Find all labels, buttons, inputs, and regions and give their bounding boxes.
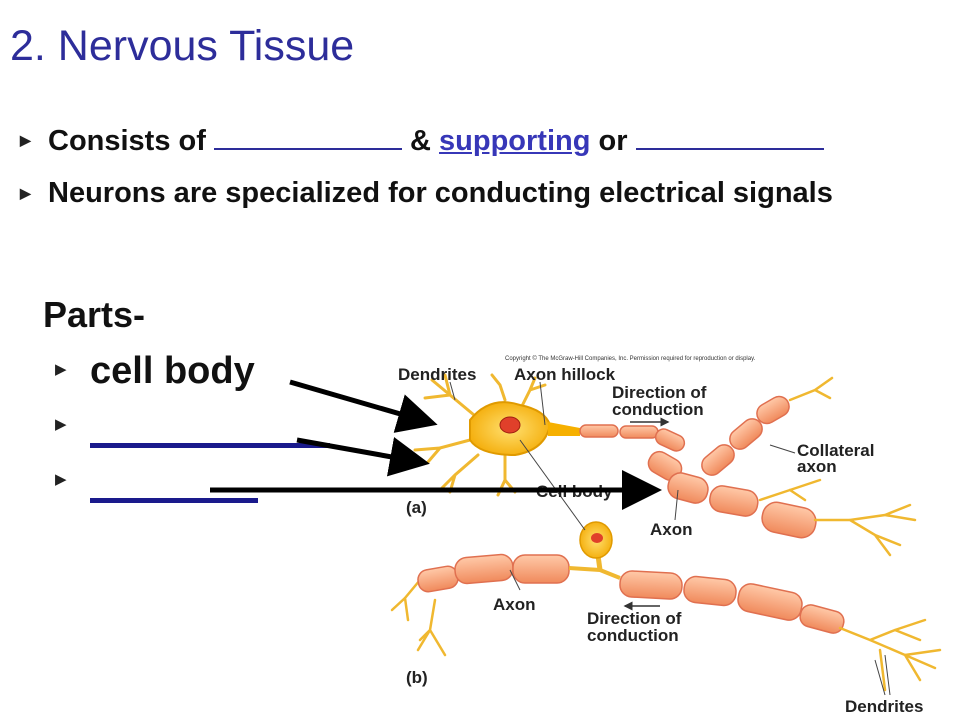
part-blank-line-1 (90, 443, 330, 448)
label-collateral-1: Collateral (797, 441, 874, 460)
bullet-suffix: or (590, 125, 636, 157)
bullet-middle: & (401, 125, 440, 157)
copyright-text: Copyright © The McGraw-Hill Companies, I… (505, 355, 756, 362)
label-dendrites-a: Dendrites (398, 365, 476, 384)
label-direction-b-1: Direction of (587, 609, 682, 628)
label-panel-a: (a) (406, 498, 427, 517)
neuron-b-stem (568, 566, 621, 580)
fill-word-supporting: supporting (439, 125, 591, 157)
parts-heading: Parts- (43, 294, 146, 335)
label-collateral-2: axon (797, 457, 837, 476)
bullet-neurons-text: Neurons are specialized for conducting e… (48, 177, 833, 209)
bullet-list: ▶ Consists of & supporting or ▶ Neurons … (18, 122, 948, 227)
bullet-neurons: ▶ Neurons are specialized for conducting… (18, 175, 948, 211)
part-label-cell-body: cell body (90, 350, 255, 392)
slide-title: 2. Nervous Tissue (10, 22, 355, 70)
bullet-marker-icon: ▶ (55, 416, 67, 433)
bullet-marker-icon: ▶ (55, 471, 67, 488)
neuron-a-terminals (758, 376, 917, 557)
neuron-b-dendrites-left (390, 578, 447, 657)
axon-hillock (548, 422, 580, 436)
bullet-prefix: Consists of (48, 125, 214, 157)
blank-line-1 (213, 122, 402, 150)
bullet-marker-icon: ▶ (20, 132, 31, 148)
part-blank-line-2 (90, 498, 258, 503)
bullet-consists: ▶ Consists of & supporting or (18, 122, 948, 159)
pointer-arrow-dendrites (296, 437, 430, 477)
bullet-marker-icon: ▶ (55, 361, 67, 378)
label-axon-hillock: Axon hillock (514, 365, 616, 384)
label-axon-b: Axon (493, 595, 536, 614)
pointer-arrow-cell-body (289, 379, 438, 433)
neuron-b-dendrites-right (838, 618, 942, 692)
label-leaders (449, 381, 891, 696)
neuron-b-axon (417, 553, 845, 634)
neuron-a-nucleus (499, 416, 521, 434)
label-dendrites-b: Dendrites (845, 697, 923, 716)
label-direction-b-2: conduction (587, 626, 679, 645)
label-direction-a-2: conduction (612, 400, 704, 419)
label-direction-a-1: Direction of (612, 383, 707, 402)
label-panel-b: (b) (406, 668, 428, 687)
neuron-b-nucleus (591, 533, 603, 543)
label-axon-a: Axon (650, 520, 693, 539)
blank-line-2 (635, 122, 824, 150)
bullet-marker-icon: ▶ (20, 185, 31, 201)
